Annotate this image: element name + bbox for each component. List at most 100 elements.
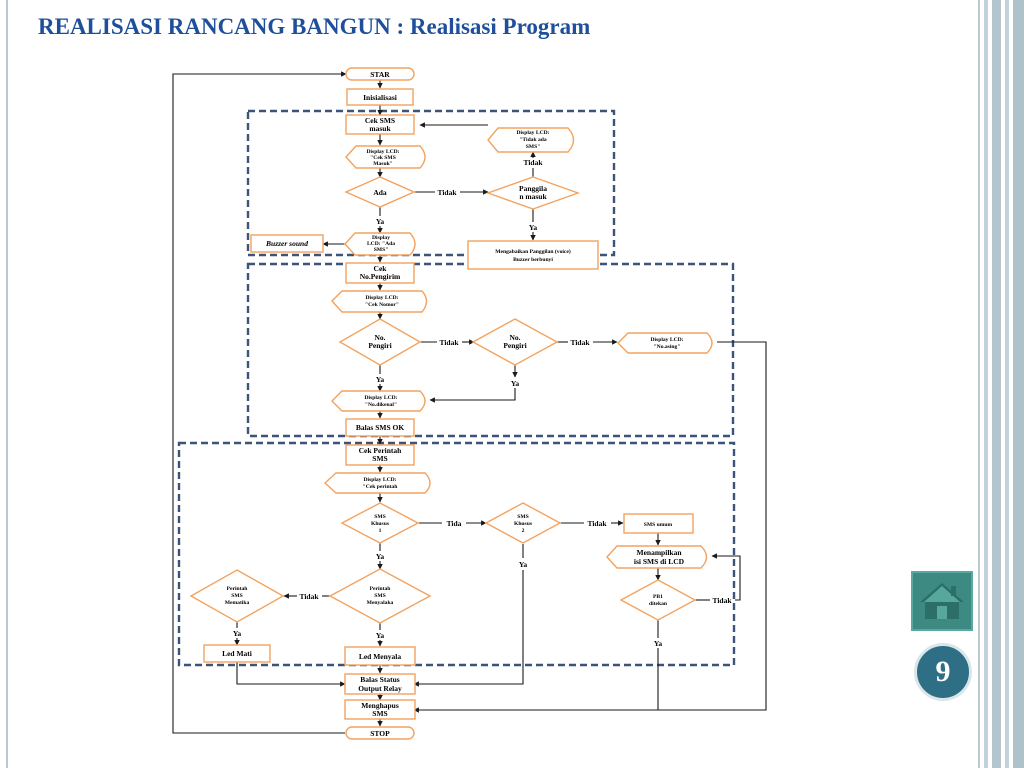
- node-tampilkan-sms: Menampilkan isi SMS di LCD: [606, 545, 708, 569]
- svg-text:Buzzer sound: Buzzer sound: [265, 239, 308, 248]
- svg-text:Panggila: Panggila: [519, 184, 547, 193]
- home-button[interactable]: [911, 571, 973, 631]
- node-balas-sms-ok: Balas SMS OK: [345, 418, 415, 437]
- svg-text:Pengiri: Pengiri: [368, 341, 391, 350]
- svg-text:SMS: SMS: [372, 709, 387, 718]
- right-decoration-stripes: [982, 0, 1024, 768]
- slide-frame: [6, 0, 980, 768]
- svg-text:1: 1: [379, 528, 382, 534]
- svg-text:"Cek perintah: "Cek perintah: [363, 484, 399, 490]
- svg-text:"Cek SMS: "Cek SMS: [370, 155, 396, 161]
- svg-text:PB1: PB1: [653, 594, 663, 600]
- node-lcd-ada-sms: Display LCD: "Ada SMS": [344, 232, 416, 256]
- svg-text:SMS": SMS": [526, 144, 541, 150]
- svg-text:ditekan: ditekan: [649, 601, 668, 607]
- svg-text:SMS: SMS: [517, 514, 529, 520]
- node-led-menyala: Led Menyala: [344, 646, 416, 666]
- svg-text:Balas Status: Balas Status: [360, 675, 399, 684]
- node-abaikan-panggilan: Mengabaikan Panggilan (voice) Buzzer ber…: [467, 240, 599, 270]
- svg-text:Menghapus: Menghapus: [361, 701, 399, 710]
- edge-label-ya: Ya: [233, 629, 242, 638]
- node-lcd-no-dikenal: Display LCD: "No.dikenal": [331, 390, 426, 412]
- svg-text:Pengiri: Pengiri: [503, 341, 526, 350]
- svg-text:"No.asing": "No.asing": [654, 344, 681, 350]
- svg-text:Output Relay: Output Relay: [358, 684, 402, 693]
- svg-text:Menyalaka: Menyalaka: [367, 600, 394, 606]
- node-cek-no-pengirim: Cek No.Pengirim: [345, 262, 415, 284]
- svg-text:SMS umum: SMS umum: [644, 522, 673, 528]
- edge-label-tida: Tida: [447, 519, 462, 528]
- svg-text:Mematika: Mematika: [225, 600, 250, 606]
- svg-text:Masuk": Masuk": [373, 161, 393, 167]
- slide-title: REALISASI RANCANG BANGUN : Realisasi Pro…: [38, 14, 591, 39]
- svg-text:isi SMS di LCD: isi SMS di LCD: [634, 557, 685, 566]
- svg-text:Buzzer berbunyi: Buzzer berbunyi: [513, 257, 553, 263]
- edge-label-ya: Ya: [529, 223, 538, 232]
- svg-text:Perintah: Perintah: [227, 586, 249, 592]
- page-number-badge: 9: [914, 643, 972, 701]
- node-cek-perintah-sms: Cek Perintah SMS: [345, 444, 415, 466]
- edge-label-tidak: Tidak: [570, 338, 590, 347]
- svg-text:Inisialisasi: Inisialisasi: [363, 93, 397, 102]
- svg-text:masuk: masuk: [369, 124, 391, 133]
- svg-text:SMS: SMS: [372, 454, 387, 463]
- edge-label-ya: Ya: [519, 560, 528, 569]
- svg-text:"No.dikenal": "No.dikenal": [365, 402, 397, 408]
- edge-label-ya: Ya: [376, 375, 385, 384]
- node-menghapus-sms: Menghapus SMS: [344, 699, 416, 720]
- edge-label-tidak: Tidak: [587, 519, 607, 528]
- edge-label-ya: Ya: [376, 217, 385, 226]
- edge-labels: Tidak Tidak Ya Ya Tidak Tidak Ya Ya Tida…: [233, 158, 733, 648]
- svg-text:Display: Display: [372, 235, 390, 241]
- edge-label-ya: Ya: [376, 631, 385, 640]
- node-lcd-cek-sms: Display LCD: "Cek SMS Masuk": [345, 145, 426, 169]
- node-decision-ada: Ada: [344, 176, 416, 208]
- svg-text:SMS: SMS: [374, 593, 386, 599]
- node-lcd-tidak-ada-sms: Display LCD: "Tidak ada SMS": [487, 127, 575, 153]
- node-decision-pb1: PB1 ditekan: [619, 579, 697, 621]
- edge-label-tidak: Tidak: [299, 592, 319, 601]
- node-decision-sms-khusus-1: SMS Khusus 1: [340, 502, 420, 544]
- svg-text:LCD: "Ada: LCD: "Ada: [367, 241, 395, 247]
- svg-text:n masuk: n masuk: [519, 192, 547, 201]
- node-decision-panggilan-masuk: Panggila n masuk: [485, 176, 581, 210]
- svg-text:STOP: STOP: [370, 729, 390, 738]
- node-start: STAR: [345, 67, 415, 81]
- svg-text:"Cek Nomor": "Cek Nomor": [365, 302, 399, 308]
- node-lcd-no-asing: Display LCD: "No.asing": [617, 332, 713, 354]
- node-lcd-cek-nomor: Display LCD: "Cek Nomor": [331, 290, 428, 313]
- home-icon: [920, 581, 964, 621]
- node-decision-perintah-menyalakan: Perintah SMS Menyalaka: [328, 568, 432, 624]
- group-command-check: [177, 441, 736, 667]
- edge-label-tidak: Tidak: [712, 596, 732, 605]
- svg-text:Ada: Ada: [373, 188, 387, 197]
- node-balas-status: Balas Status Output Relay: [344, 673, 416, 695]
- edge-label-tidak: Tidak: [437, 188, 457, 197]
- svg-text:SMS": SMS": [374, 247, 389, 253]
- node-buzzer-sound: Buzzer sound: [250, 234, 324, 253]
- edge-label-ya: Ya: [376, 552, 385, 561]
- node-sms-umum: SMS umum: [623, 513, 694, 534]
- svg-text:Display LCD:: Display LCD:: [650, 337, 683, 343]
- svg-text:Mengabaikan Panggilan (voice): Mengabaikan Panggilan (voice): [495, 248, 571, 255]
- edge-label-ya: Ya: [511, 379, 520, 388]
- node-decision-no-pengirim-1: No. Pengiri: [338, 318, 422, 366]
- svg-text:2: 2: [522, 528, 525, 534]
- edge-label-tidak: Tidak: [523, 158, 543, 167]
- svg-text:Cek SMS: Cek SMS: [365, 116, 395, 125]
- svg-text:STAR: STAR: [370, 70, 390, 79]
- node-lcd-cek-perintah: Display LCD: "Cek perintah: [323, 472, 431, 494]
- svg-text:Display LCD:: Display LCD:: [365, 295, 398, 301]
- node-decision-no-pengirim-2: No. Pengiri: [471, 318, 559, 366]
- svg-text:No.: No.: [509, 333, 520, 342]
- svg-text:Display LCD:: Display LCD:: [363, 477, 396, 483]
- svg-text:"Tidak ada: "Tidak ada: [519, 137, 547, 143]
- svg-text:Led Mati: Led Mati: [222, 649, 252, 658]
- node-inisialisasi: Inisialisasi: [346, 88, 414, 106]
- svg-text:SMS: SMS: [231, 593, 243, 599]
- node-decision-perintah-mematikan: Perintah SMS Mematika: [189, 569, 285, 623]
- edge-label-ya: Ya: [654, 639, 663, 648]
- node-stop: STOP: [345, 726, 415, 740]
- svg-text:Khusus: Khusus: [371, 521, 390, 527]
